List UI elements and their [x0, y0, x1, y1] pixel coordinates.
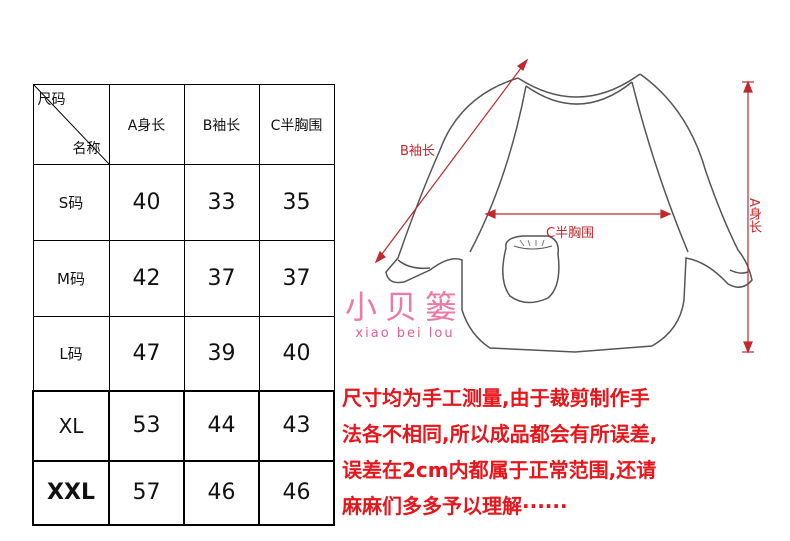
table-row: L码 47 39 40 — [32, 316, 335, 391]
garment-body — [385, 73, 753, 353]
value-cell: 35 — [258, 164, 335, 241]
size-cell: S码 — [32, 164, 110, 241]
body-length-label: A身长 — [746, 198, 761, 233]
brand-watermark: 小贝篓 xiao bei lou — [330, 282, 480, 342]
note-line: 误差在2cm内都属于正常范围,还请 — [342, 458, 657, 482]
size-cell: L码 — [32, 316, 110, 391]
note-line: 法各不相同,所以成品都会有所误差, — [342, 422, 658, 446]
value-cell: 37 — [258, 240, 335, 317]
value-cell: 33 — [183, 164, 260, 241]
watermark-sub: xiao bei lou — [355, 326, 455, 341]
dimension-b — [374, 58, 529, 264]
value-cell: 53 — [108, 389, 185, 462]
dimension-a — [742, 80, 754, 354]
table-header-row: 尺码 名称 A身长 B袖长 C半胸围 — [32, 84, 335, 165]
garment-outline — [385, 73, 753, 353]
size-cell: XXL — [32, 459, 110, 526]
size-table: 尺码 名称 A身长 B袖长 C半胸围 S码 40 33 35 M码 42 37 … — [32, 84, 335, 526]
value-cell: 37 — [183, 240, 260, 317]
value-cell: 40 — [108, 164, 185, 241]
value-cell: 47 — [108, 316, 185, 391]
table-row: S码 40 33 35 — [32, 164, 335, 241]
size-cell: XL — [32, 389, 110, 462]
dimension-c — [484, 209, 672, 219]
header-b: B袖长 — [183, 84, 260, 165]
collar-inner-line — [525, 81, 633, 105]
collar-line — [517, 73, 641, 98]
value-cell: 57 — [108, 459, 185, 526]
table-row: M码 42 37 37 — [32, 240, 335, 317]
value-cell: 42 — [108, 240, 185, 317]
header-a: A身长 — [108, 84, 185, 165]
size-cell: M码 — [32, 240, 110, 317]
table-row: XXL 57 46 46 — [32, 459, 335, 526]
table-corner-cell: 尺码 名称 — [32, 84, 110, 165]
measurement-note: 尺寸均为手工测量,由于裁剪制作手 法各不相同,所以成品都会有所误差, 误差在2c… — [342, 380, 790, 524]
value-cell: 46 — [258, 459, 335, 526]
right-cuff — [729, 269, 749, 274]
right-raglan-seam — [631, 81, 689, 253]
table-row: XL 53 44 43 — [32, 389, 335, 462]
left-raglan-seam — [469, 85, 527, 253]
pocket — [502, 235, 560, 304]
header-c: C半胸围 — [258, 84, 335, 165]
left-cuff — [397, 259, 431, 270]
watermark-main: 小贝篓 — [344, 288, 465, 326]
corner-bottom-label: 名称 — [72, 141, 101, 157]
value-cell: 44 — [183, 389, 260, 462]
value-cell: 40 — [258, 316, 335, 391]
corner-top-label: 尺码 — [37, 92, 66, 108]
value-cell: 39 — [183, 316, 260, 391]
value-cell: 43 — [258, 389, 335, 462]
note-line: 尺寸均为手工测量,由于裁剪制作手 — [342, 386, 650, 410]
chest-label: C半胸围 — [546, 226, 595, 241]
sleeve-length-label: B袖长 — [400, 144, 435, 159]
size-table-container: 尺码 名称 A身长 B袖长 C半胸围 S码 40 33 35 M码 42 37 … — [32, 84, 335, 526]
note-line: 麻麻们多多予以理解······ — [342, 494, 568, 518]
corner-diagonal-line — [33, 85, 109, 164]
value-cell: 46 — [183, 459, 260, 526]
garment-diagram — [374, 58, 754, 354]
